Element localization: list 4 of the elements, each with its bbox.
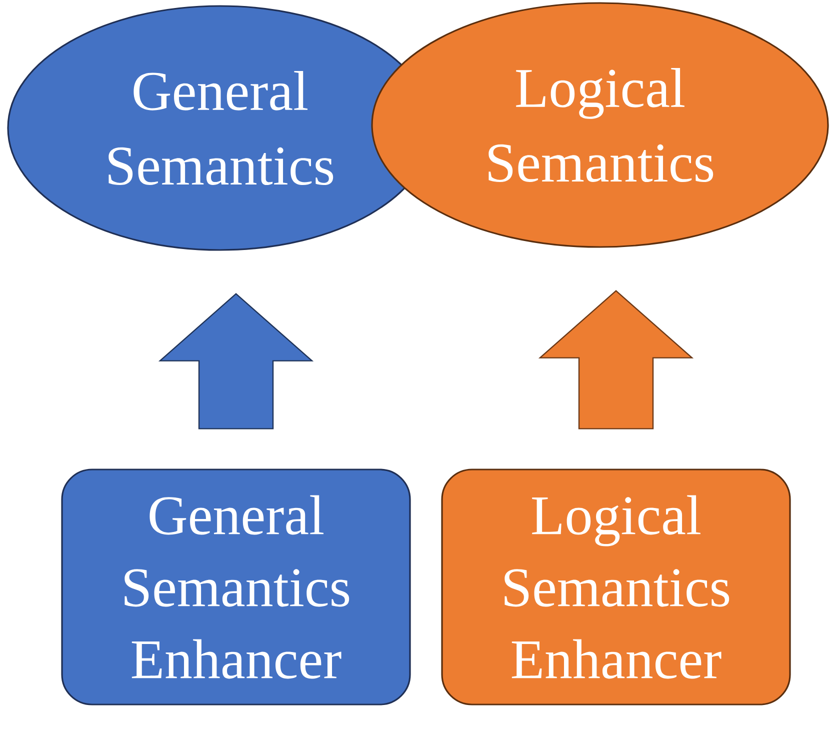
block-arrow [158, 293, 314, 430]
block-arrow [538, 290, 694, 430]
rounded-box: General Semantics Enhancer [61, 468, 411, 706]
rounded-box: Logical Semantics Enhancer [441, 468, 791, 706]
